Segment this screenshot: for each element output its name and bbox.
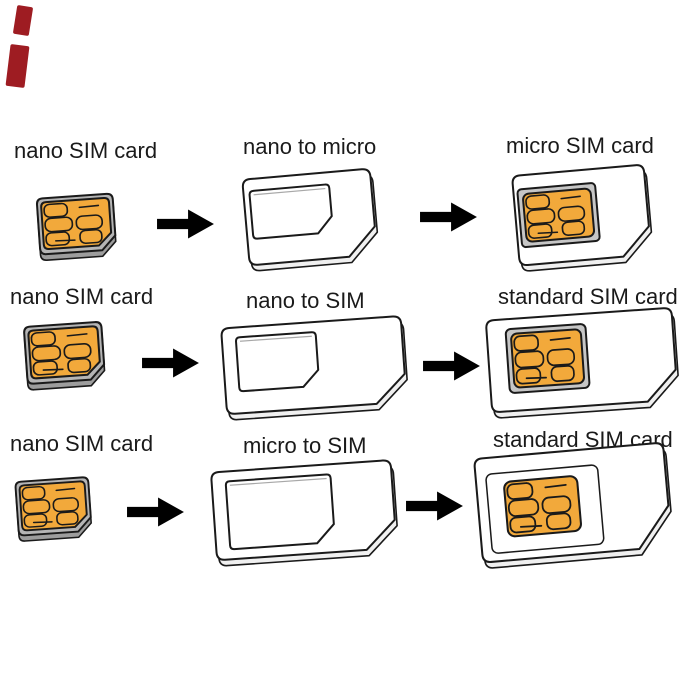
right-arrow-icon — [142, 348, 199, 378]
right-arrow-icon — [423, 351, 480, 381]
adapter-label: nano to micro — [243, 134, 377, 159]
micro-to-sim-adapter-illustration — [210, 459, 398, 567]
adapter-label: nano to SIM — [246, 288, 365, 313]
corner-mark — [12, 4, 34, 37]
corner-mark — [5, 43, 30, 89]
source-card-label: nano SIM card — [14, 138, 158, 163]
result-card-label: standard SIM card — [498, 284, 678, 309]
right-arrow-icon — [127, 497, 184, 527]
source-card-label: nano SIM card — [10, 284, 154, 309]
source-card-label: nano SIM card — [10, 431, 154, 456]
right-arrow-icon — [420, 202, 477, 232]
result-card-label: micro SIM card — [506, 133, 654, 158]
adapter-label: micro to SIM — [243, 433, 367, 458]
nano-sim-card-illustration — [35, 192, 117, 261]
standard-sim-card-illustration — [473, 442, 672, 569]
nano-sim-card-illustration — [23, 321, 106, 391]
micro-sim-card-illustration — [511, 164, 653, 272]
right-arrow-icon — [157, 209, 214, 239]
nano-to-sim-adapter-illustration — [220, 315, 408, 421]
nano-sim-card-illustration — [14, 476, 92, 542]
right-arrow-icon — [406, 491, 463, 521]
standard-sim-card-illustration — [485, 307, 679, 419]
nano-to-micro-adapter-illustration — [241, 168, 379, 272]
